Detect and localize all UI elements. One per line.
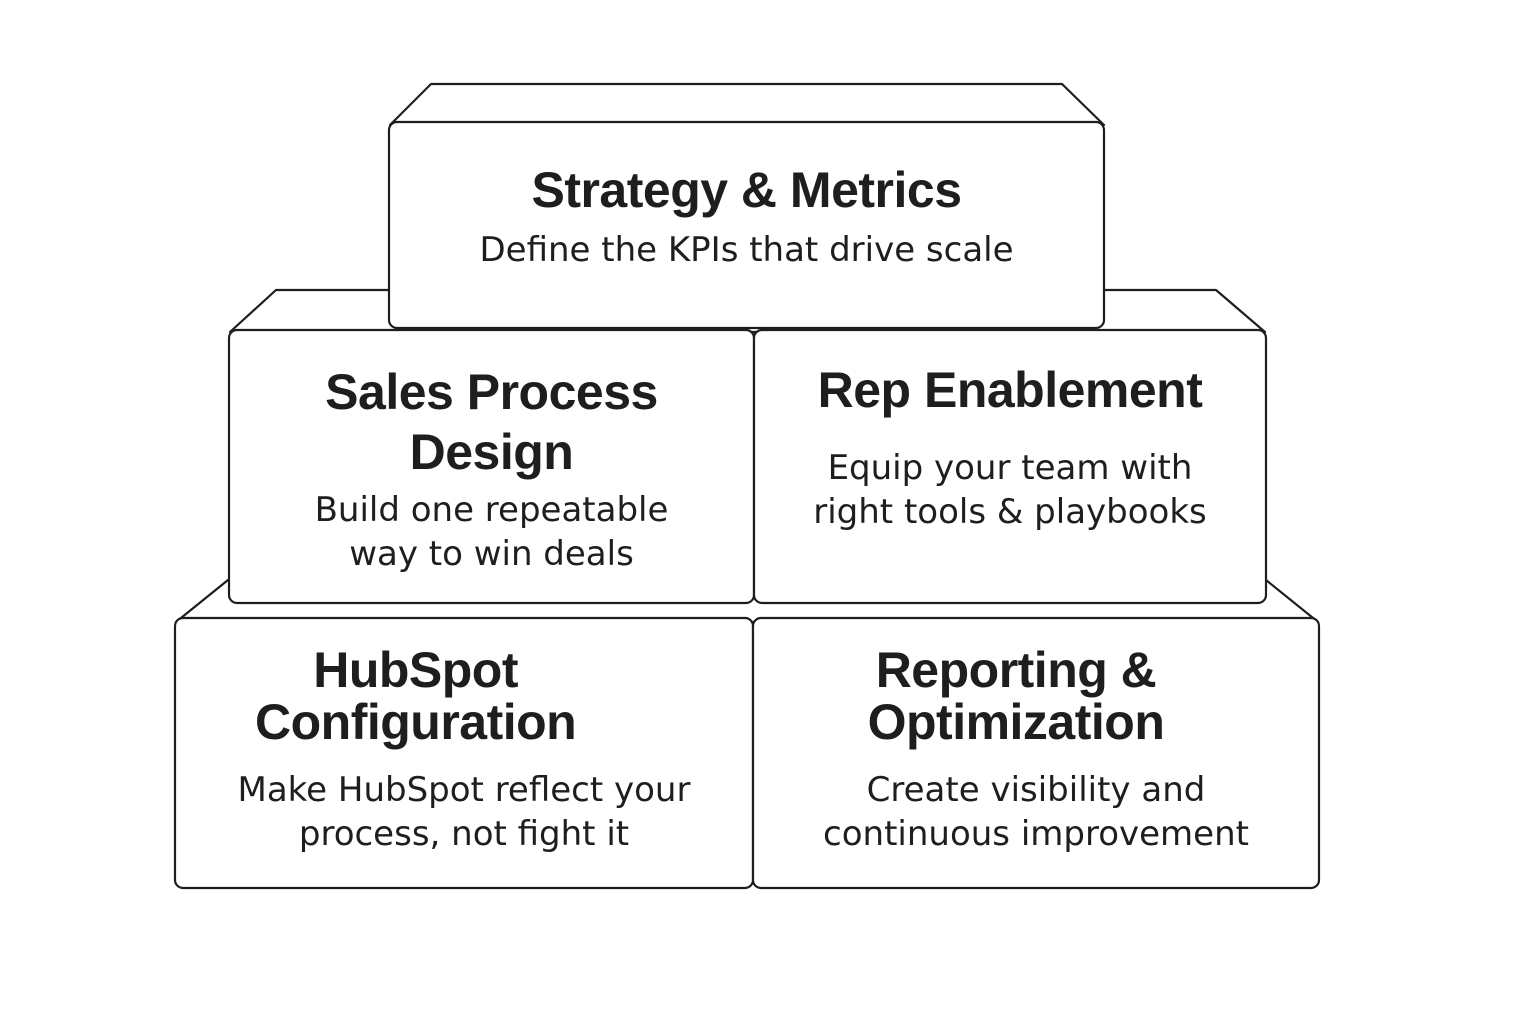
sales-process-design-description: Build one repeatable way to win deals	[314, 490, 669, 574]
strategy-metrics-title: Strategy & Metrics	[531, 162, 962, 218]
block-strategy-metrics	[387, 120, 1106, 330]
rep-enablement-description: Equip your team with right tools & playb…	[813, 448, 1207, 532]
sales-process-design-content: Sales Process Design Build one repeatabl…	[229, 362, 754, 576]
block-rep-enablement	[752, 328, 1268, 605]
reporting-optimization-title: Reporting & Optimization	[867, 642, 1165, 750]
sales-process-design-title: Sales Process Design	[325, 364, 658, 480]
hubspot-configuration-content: HubSpot Configuration Make HubSpot refle…	[175, 644, 753, 856]
strategy-metrics-description: Define the KPIs that drive scale	[479, 230, 1014, 270]
strategy-metrics-content: Strategy & Metrics Define the KPIs that …	[389, 162, 1104, 272]
rep-enablement-content: Rep Enablement Equip your team with righ…	[754, 362, 1266, 534]
hubspot-configuration-title: HubSpot Configuration	[255, 642, 577, 750]
reporting-optimization-description: Create visibility and continuous improve…	[823, 770, 1249, 854]
hubspot-configuration-description: Make HubSpot reflect your process, not f…	[237, 770, 691, 854]
block-reporting-optimization	[751, 616, 1321, 890]
reporting-optimization-content: Reporting & Optimization Create visibili…	[753, 644, 1319, 856]
rep-enablement-title: Rep Enablement	[817, 362, 1203, 418]
top-block-top-face	[388, 82, 1106, 127]
